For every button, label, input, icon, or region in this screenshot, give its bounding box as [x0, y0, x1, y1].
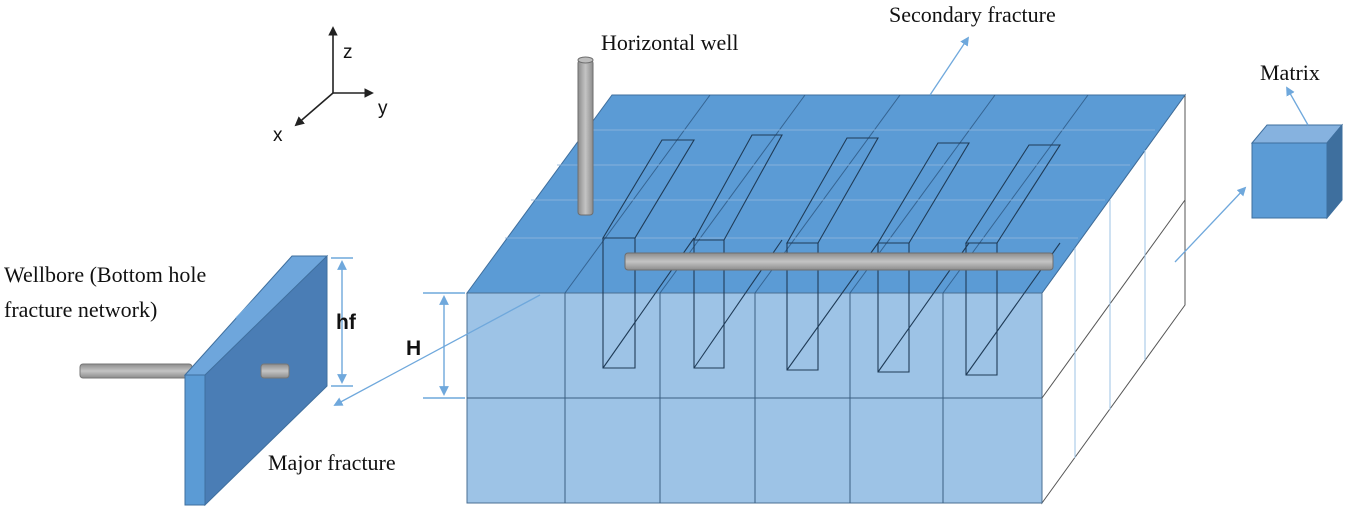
label-major-fracture: Major fracture — [268, 450, 396, 475]
y-axis-label: y — [378, 98, 388, 119]
wellbore-pipe-stub — [260, 363, 290, 379]
plate-side-face — [184, 374, 206, 506]
reservoir-block — [466, 56, 1186, 505]
label-H: H — [406, 337, 421, 360]
matrix-cube — [1250, 123, 1344, 220]
right-grid-lines — [1041, 150, 1186, 458]
fracture-1-lower — [602, 237, 636, 369]
x-axis-label: x — [273, 125, 283, 146]
label-wellbore-line2: fracture network) — [4, 297, 157, 322]
pointer-arrows — [235, 36, 1309, 406]
matrix-cube-front — [1251, 142, 1328, 219]
hf-dimension — [331, 257, 353, 387]
wellbore-pipe — [79, 363, 193, 379]
matrix-pointer-arrow — [1174, 186, 1247, 263]
horizontal-well-pipe — [624, 252, 1054, 271]
wellbore-label-arrow — [235, 299, 255, 319]
matrix-cube-top — [1250, 124, 1344, 144]
label-matrix: Matrix — [1260, 60, 1320, 85]
front-grid-lines — [467, 293, 1042, 503]
vertical-well-pipe — [577, 59, 594, 216]
wellbore-plate — [79, 254, 329, 507]
major-fracture-arrow — [333, 294, 541, 406]
secondary-fracture-arrow — [929, 36, 970, 96]
label-horizontal-well: Horizontal well — [601, 30, 738, 55]
H-dimension — [423, 292, 465, 399]
vertical-well-top — [577, 56, 594, 64]
matrix-label-arrow — [1286, 86, 1309, 126]
label-wellbore-line1: Wellbore (Bottom hole — [4, 262, 206, 287]
x-axis — [294, 92, 334, 127]
label-hf: hf — [336, 311, 357, 334]
z-axis-label: z — [343, 42, 353, 63]
coordinate-axes — [294, 26, 374, 127]
label-secondary-fracture: Secondary fracture — [889, 2, 1056, 27]
